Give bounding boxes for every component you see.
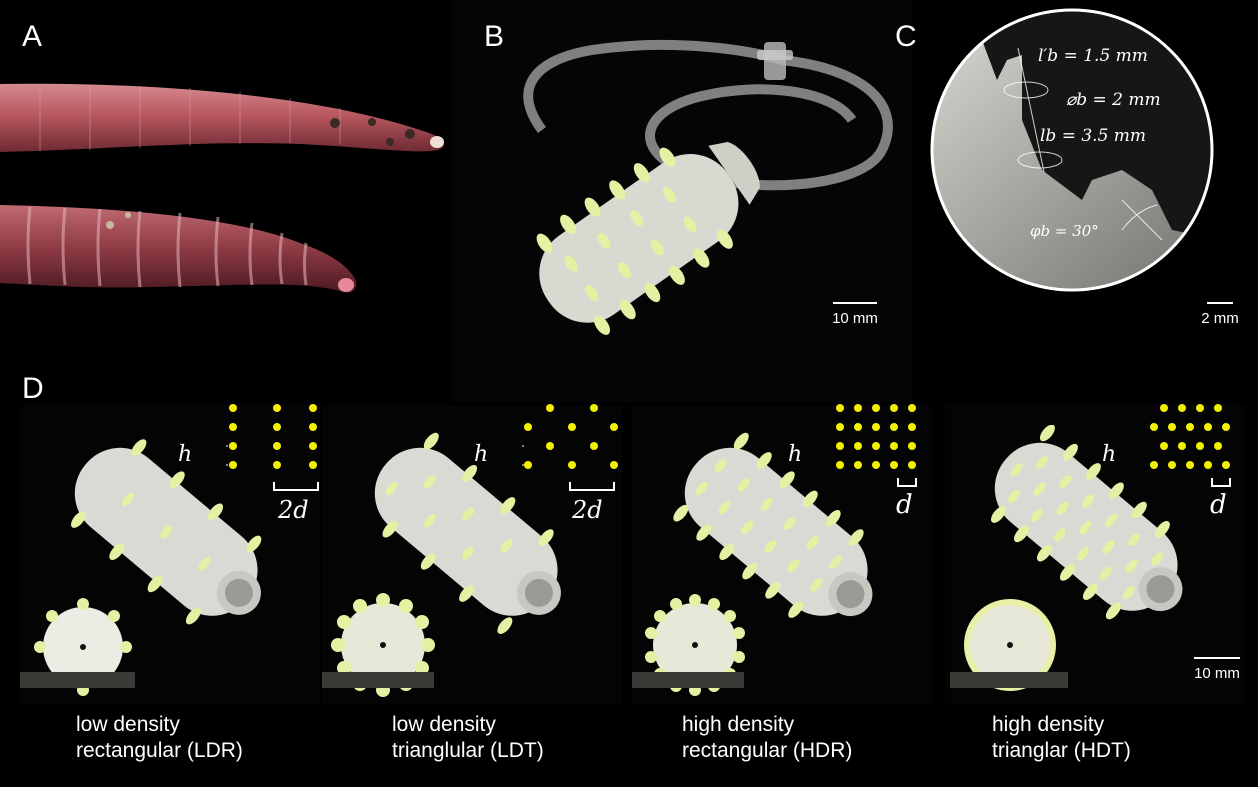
hdr-spacing-bracket: [897, 478, 917, 487]
panel-c-scale-label: 2 mm: [1201, 310, 1239, 327]
ldt-spacing-label: 2d: [572, 496, 603, 524]
annotation-diameter: ⌀b = 2 mm: [1066, 90, 1161, 110]
ldr-cross-section: [34, 598, 132, 696]
panel-c-label: C: [895, 20, 917, 53]
hdt-cross-section: [964, 599, 1056, 691]
panel-d-label: D: [22, 372, 44, 405]
annotation-phi: φb = 30°: [1030, 222, 1099, 240]
hdr-h-label: h: [788, 442, 803, 467]
caption-ldt-line2: trianglular (LDT): [392, 739, 544, 762]
bristled-robot-body: [536, 142, 760, 335]
panel-b-scale-bar: 10 mm: [820, 302, 890, 327]
hdr-robot: [673, 432, 873, 618]
caption-ldr: low density rectangular (LDR): [76, 712, 243, 764]
panel-b-scale-label: 10 mm: [832, 310, 878, 327]
ldr-dot-pattern: [224, 404, 317, 469]
caption-ldt: low density trianglular (LDT): [392, 712, 544, 764]
hdt-spacing-label: d: [1210, 490, 1227, 520]
caption-ldt-line1: low density: [392, 713, 496, 736]
ldr-h-label: h: [178, 442, 193, 467]
ldr-base: [20, 672, 135, 688]
ldt-spacing-bracket: [569, 482, 615, 491]
ldr-spacing-label: 2d: [278, 496, 309, 524]
ldr-spacing-bracket: [273, 482, 319, 491]
ldt-base: [322, 672, 434, 688]
hdr-dot-pattern: [834, 404, 916, 469]
caption-hdt-line2: trianglar (HDT): [992, 739, 1131, 762]
hdt-robot: [991, 425, 1183, 620]
caption-hdt-line1: high density: [992, 713, 1105, 736]
panel-d-scale-label: 10 mm: [1194, 665, 1240, 682]
ldr-robot: [71, 439, 262, 625]
panel-c-scale-bar: 2 mm: [1190, 302, 1250, 327]
bristle-closeup-circle: [930, 8, 1214, 292]
caption-hdt: high density trianglar (HDT): [992, 712, 1131, 764]
hdr-spacing-label: d: [896, 490, 913, 520]
hdr-base: [632, 672, 744, 688]
panel-d-scale-bar: 10 mm: [1182, 657, 1252, 682]
ldt-dot-pattern: [520, 404, 618, 469]
ldt-robot: [374, 432, 561, 634]
panel-a-label: A: [22, 20, 43, 53]
earthworm-photo-top: [0, 83, 444, 152]
caption-hdr: high density rectangular (HDR): [682, 712, 852, 764]
hdt-dot-pattern: [1150, 404, 1230, 469]
hdt-h-label: h: [1102, 442, 1117, 467]
annotation-lb: lb = 3.5 mm: [1040, 126, 1147, 146]
hdt-spacing-bracket: [1211, 478, 1231, 487]
caption-hdr-line1: high density: [682, 713, 795, 736]
panel-b-label: B: [484, 20, 505, 53]
ldt-h-label: h: [474, 442, 489, 467]
caption-ldr-line2: rectangular (LDR): [76, 739, 243, 762]
earthworm-photo-bottom: [0, 205, 357, 293]
caption-ldr-line1: low density: [76, 713, 180, 736]
caption-hdr-line2: rectangular (HDR): [682, 739, 853, 762]
annotation-lb-prime: l′b = 1.5 mm: [1038, 46, 1148, 66]
hdt-base: [950, 672, 1068, 688]
